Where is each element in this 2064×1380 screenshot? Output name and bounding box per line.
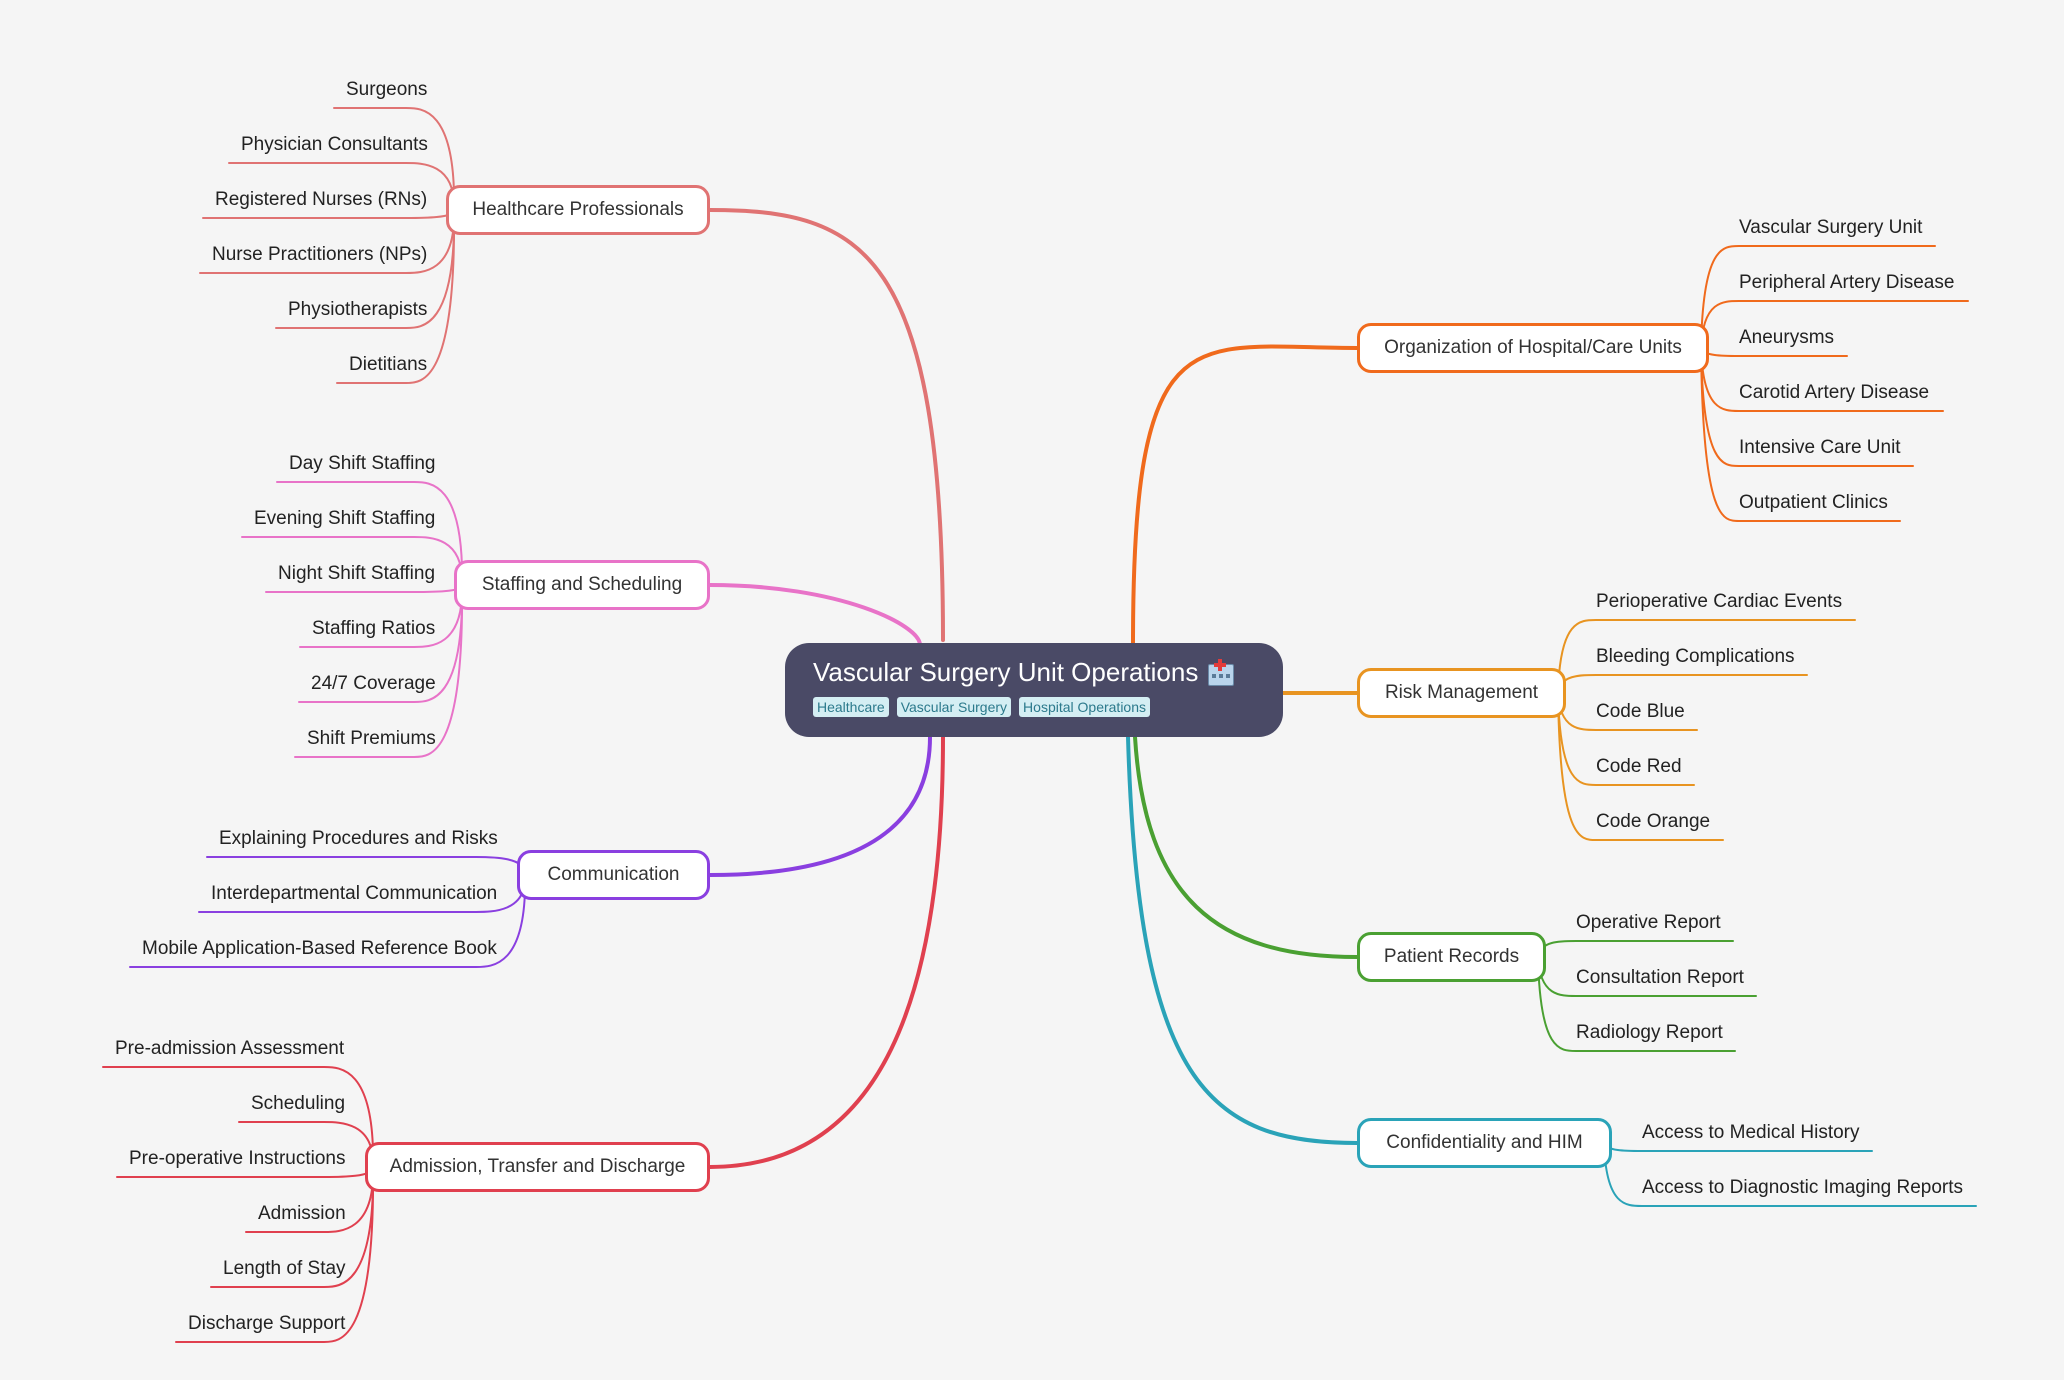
branch-label: Patient Records — [1383, 946, 1520, 967]
leaf-aneurysms[interactable]: Aneurysms — [1739, 327, 1835, 348]
branch-label: Staffing and Scheduling — [481, 574, 683, 595]
branch-label: Confidentiality and HIM — [1386, 1132, 1583, 1153]
branch-risk-management[interactable]: Risk Management — [1357, 668, 1566, 718]
leaf-connector-pre-admission-assessment — [102, 1066, 375, 1168]
tag-healthcare[interactable]: Healthcare — [813, 697, 889, 717]
hospital-icon — [1206, 658, 1236, 686]
leaf-access-to-diagnostic-imaging-reports[interactable]: Access to Diagnostic Imaging Reports — [1642, 1177, 1964, 1198]
leaf-bleeding-complications[interactable]: Bleeding Complications — [1596, 646, 1795, 667]
leaf-code-red[interactable]: Code Red — [1596, 756, 1682, 777]
leaf-peripheral-artery-disease[interactable]: Peripheral Artery Disease — [1739, 272, 1955, 293]
leaf-scheduling[interactable]: Scheduling — [251, 1093, 346, 1114]
connector-organization — [1131, 344, 1359, 645]
leaf-vascular-surgery-unit[interactable]: Vascular Surgery Unit — [1739, 217, 1923, 238]
leaf-staffing-ratios[interactable]: Staffing Ratios — [312, 618, 436, 639]
leaf-day-shift-staffing[interactable]: Day Shift Staffing — [289, 453, 436, 474]
leaf-carotid-artery-disease[interactable]: Carotid Artery Disease — [1739, 382, 1930, 403]
leaf-dietitians[interactable]: Dietitians — [349, 354, 428, 375]
leaf-perioperative-cardiac-events[interactable]: Perioperative Cardiac Events — [1596, 591, 1843, 612]
branch-label: Organization of Hospital/Care Units — [1384, 337, 1682, 358]
central-topic-title: Vascular Surgery Unit Operations — [813, 657, 1199, 687]
leaf-connector-day-shift-staffing — [276, 481, 464, 586]
leaf-access-to-medical-history[interactable]: Access to Medical History — [1642, 1122, 1860, 1143]
leaf-connector-surgeons — [333, 107, 456, 211]
leaf-radiology-report[interactable]: Radiology Report — [1576, 1022, 1723, 1043]
branch-healthcare-professionals[interactable]: Healthcare Professionals — [446, 185, 710, 235]
tag-vascular-surgery[interactable]: Vascular Surgery — [896, 697, 1012, 717]
connector-patient-records — [1133, 735, 1359, 959]
branch-communication[interactable]: Communication — [517, 850, 710, 900]
branch-label: Risk Management — [1384, 682, 1539, 703]
leaf-code-orange[interactable]: Code Orange — [1596, 811, 1711, 832]
leaf-shift-premiums[interactable]: Shift Premiums — [307, 728, 436, 749]
leaf-pre-admission-assessment[interactable]: Pre-admission Assessment — [115, 1038, 345, 1059]
branch-label: Communication — [547, 864, 680, 885]
leaf-operative-report[interactable]: Operative Report — [1576, 912, 1721, 933]
connector-communication — [708, 735, 932, 877]
leaf-registered-nurses-rns[interactable]: Registered Nurses (RNs) — [215, 189, 428, 210]
leaf-pre-operative-instructions[interactable]: Pre-operative Instructions — [129, 1148, 346, 1169]
leaf-physiotherapists[interactable]: Physiotherapists — [288, 299, 428, 320]
leaf-connector-radiology-report — [1537, 956, 1736, 1052]
leaf-connector-night-shift-staffing — [265, 584, 463, 593]
leaf-evening-shift-staffing[interactable]: Evening Shift Staffing — [254, 508, 436, 529]
topic-tags: Healthcare Vascular Surgery Hospital Ope… — [813, 697, 1255, 717]
leaf-connector-dietitians — [336, 209, 456, 384]
leaf-outpatient-clinics[interactable]: Outpatient Clinics — [1739, 492, 1888, 513]
leaf-discharge-support[interactable]: Discharge Support — [188, 1313, 346, 1334]
connector-healthcare-professionals — [708, 208, 945, 642]
leaf-connector-outpatient-clinics — [1700, 347, 1901, 522]
leaf-surgeons[interactable]: Surgeons — [346, 79, 428, 100]
tag-hospital-operations[interactable]: Hospital Operations — [1019, 697, 1150, 717]
connector-staffing-scheduling — [708, 583, 922, 647]
connector-admission-transfer-discharge — [708, 735, 945, 1169]
leaf-connector-shift-premiums — [294, 584, 464, 758]
branch-label: Healthcare Professionals — [472, 199, 684, 220]
leaf-24-7-coverage[interactable]: 24/7 Coverage — [311, 673, 436, 694]
leaf-connector-explaining-procedures-and-risks — [206, 856, 526, 876]
leaf-connector-mobile-application-based-reference-book — [129, 874, 527, 968]
leaf-night-shift-staffing[interactable]: Night Shift Staffing — [278, 563, 436, 584]
leaf-explaining-procedures-and-risks[interactable]: Explaining Procedures and Risks — [219, 828, 498, 849]
leaf-connector-vascular-surgery-unit — [1700, 245, 1936, 349]
leaf-connector-bleeding-complications — [1557, 674, 1808, 694]
leaf-connector-operative-report — [1537, 940, 1734, 958]
leaf-admission[interactable]: Admission — [258, 1203, 346, 1224]
leaf-connector-code-orange — [1557, 692, 1724, 841]
branch-confidentiality-him[interactable]: Confidentiality and HIM — [1357, 1118, 1612, 1168]
central-topic[interactable]: Vascular Surgery Unit Operations Healthc… — [785, 643, 1283, 737]
leaf-nurse-practitioners-nps[interactable]: Nurse Practitioners (NPs) — [212, 244, 428, 265]
leaf-mobile-application-based-reference-book[interactable]: Mobile Application-Based Reference Book — [142, 938, 497, 959]
leaf-consultation-report[interactable]: Consultation Report — [1576, 967, 1744, 988]
branch-organization[interactable]: Organization of Hospital/Care Units — [1357, 323, 1709, 373]
leaf-intensive-care-unit[interactable]: Intensive Care Unit — [1739, 437, 1901, 458]
leaf-physician-consultants[interactable]: Physician Consultants — [241, 134, 428, 155]
branch-staffing-scheduling[interactable]: Staffing and Scheduling — [454, 560, 710, 610]
branch-admission-transfer-discharge[interactable]: Admission, Transfer and Discharge — [365, 1142, 710, 1192]
branch-patient-records[interactable]: Patient Records — [1357, 932, 1546, 982]
leaf-code-blue[interactable]: Code Blue — [1596, 701, 1685, 722]
connector-confidentiality-him — [1126, 735, 1359, 1145]
leaf-interdepartmental-communication[interactable]: Interdepartmental Communication — [211, 883, 498, 904]
branch-label: Admission, Transfer and Discharge — [389, 1156, 686, 1177]
leaf-length-of-stay[interactable]: Length of Stay — [223, 1258, 346, 1279]
leaf-connector-discharge-support — [175, 1166, 375, 1343]
